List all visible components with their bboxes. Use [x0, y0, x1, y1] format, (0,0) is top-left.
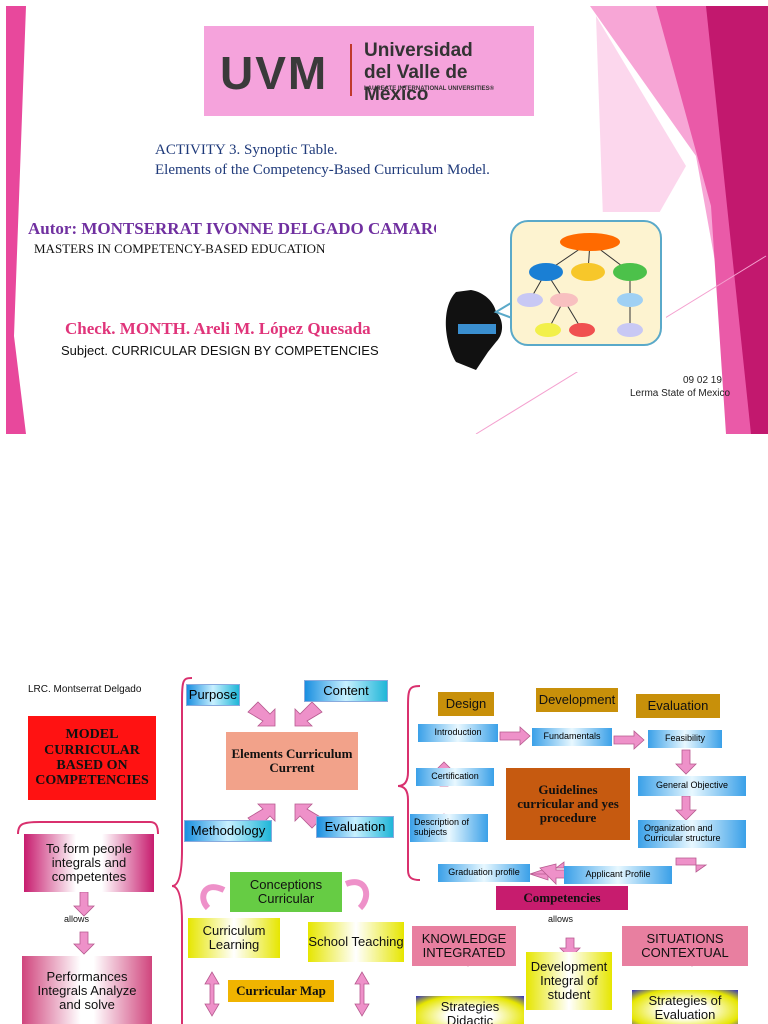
curricular-map-box: Curricular Map [228, 980, 334, 1002]
competencies-box: Competencies [496, 886, 628, 910]
logo-line3: LAUREATE INTERNATIONAL UNIVERSITIES® [364, 86, 495, 92]
title-slide: UVM Universidad del Valle de México LAUR… [6, 6, 768, 434]
pink-decoration [6, 6, 768, 434]
development-integral-box: Development Integral of student [526, 952, 612, 1010]
evaluation-right-box: Evaluation [636, 694, 720, 718]
uvm-logo: UVM Universidad del Valle de México LAUR… [204, 26, 534, 116]
place-text: Lerma State of Mexico [630, 388, 731, 399]
elements-box: Elements Curriculum Current [226, 732, 358, 790]
certification-box: Certification [416, 768, 494, 786]
logo-line1: Universidad [364, 40, 473, 61]
reviewer-name: Check. MONTH. Areli M. López Quesada [65, 319, 371, 338]
situations-box: SITUATIONS CONTEXTUAL [622, 926, 748, 966]
content-box: Content [304, 680, 388, 702]
development-box: Development [536, 688, 618, 712]
general-objective-box: General Objective [638, 776, 746, 796]
purpose-box: Purpose [186, 684, 240, 706]
concept-map-slide: LRC. Montserrat Delgado MODEL CURRICULAR… [0, 650, 768, 1024]
conceptions-box: Conceptions Curricular [230, 872, 342, 912]
speech-bubble [510, 220, 662, 346]
feasibility-box: Feasibility [648, 730, 722, 748]
guidelines-box: Guidelines curricular and yes procedure [506, 768, 630, 840]
allows-label-2: allows [548, 914, 574, 924]
masters-program: MASTERS IN COMPETENCY-BASED EDUCATION [34, 241, 326, 256]
fundamentals-box: Fundamentals [532, 728, 612, 746]
logo-brand: UVM [220, 47, 329, 99]
graduation-profile-box: Graduation profile [438, 864, 530, 882]
methodology-box: Methodology [184, 820, 272, 842]
logo-line2: del Valle de México [364, 62, 468, 105]
organization-box: Organization and Curricular structure [638, 820, 746, 848]
description-subjects-box: Description of subjects [410, 814, 488, 842]
applicant-profile-box: Applicant Profile [564, 866, 672, 884]
logo-separator [350, 44, 352, 96]
author-name: Autor: MONTSERRAT IVONNE DELGADO CAMARGO [28, 219, 460, 238]
model-title-box: MODEL CURRICULAR BASED ON COMPETENCIES [28, 716, 156, 800]
performances-box: Performances Integrals Analyze and solve [22, 956, 152, 1024]
form-people-box: To form people integrals and competentes [24, 834, 154, 892]
thinking-head-illustration [436, 212, 666, 372]
date-text: 09 02 19 [683, 375, 722, 386]
design-box: Design [438, 692, 494, 716]
allows-label-1: allows [64, 914, 90, 924]
curriculum-learning-box: Curriculum Learning [188, 918, 280, 958]
strategies-evaluation-box: Strategies of Evaluation [632, 990, 738, 1024]
evaluation-left-box: Evaluation [316, 816, 394, 838]
introduction-box: Introduction [418, 724, 498, 742]
knowledge-box: KNOWLEDGE INTEGRATED [412, 926, 516, 966]
school-teaching-box: School Teaching [308, 922, 404, 962]
strategies-didactic-box: Strategies Didactic [416, 996, 524, 1024]
activity-line2: Elements of the Competency-Based Curricu… [155, 162, 490, 178]
subject-line: Subject. CURRICULAR DESIGN BY COMPETENCI… [61, 343, 379, 358]
credit-text: LRC. Montserrat Delgado [28, 684, 142, 695]
activity-line1: ACTIVITY 3. Synoptic Table. [155, 142, 338, 158]
